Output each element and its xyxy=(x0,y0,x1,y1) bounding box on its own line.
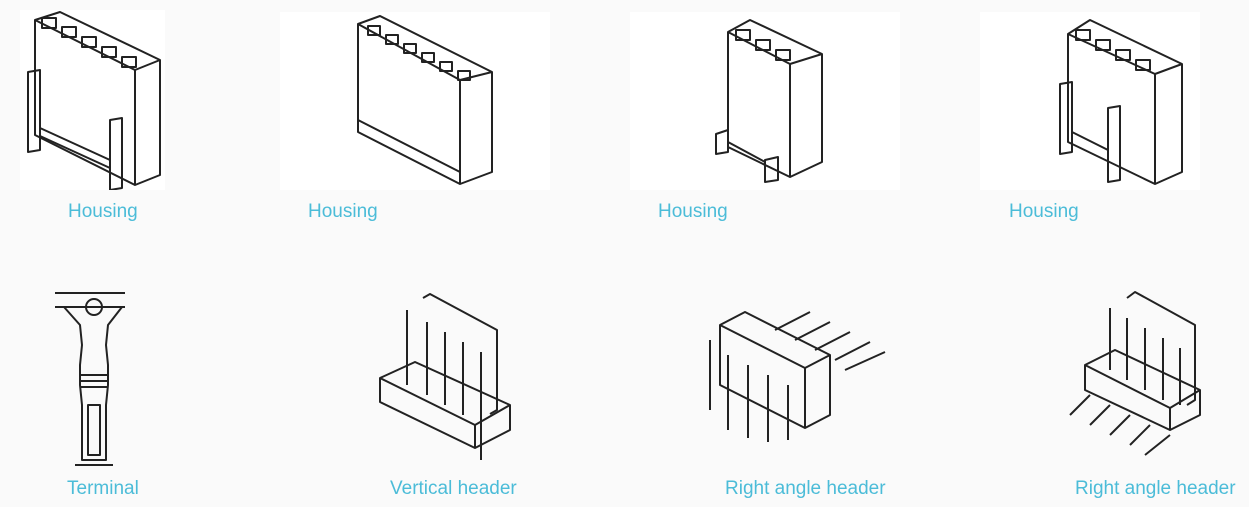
product-label[interactable]: Housing xyxy=(308,201,378,222)
housing-5pin-image[interactable] xyxy=(20,10,165,190)
product-label[interactable]: Housing xyxy=(1009,201,1079,222)
product-label[interactable]: Terminal xyxy=(67,478,139,499)
right-angle-header-icon xyxy=(1069,291,1201,456)
terminal-image[interactable] xyxy=(50,285,130,475)
housing-icon xyxy=(27,11,161,190)
product-label[interactable]: Right angle header xyxy=(1075,478,1236,499)
housing-4pin-image[interactable] xyxy=(980,12,1200,190)
housing-icon xyxy=(715,19,823,183)
vertical-header-image[interactable] xyxy=(375,290,515,465)
housing-icon xyxy=(357,15,493,185)
product-label[interactable]: Right angle header xyxy=(725,478,886,499)
right-angle-header-icon xyxy=(709,311,886,442)
product-label[interactable]: Vertical header xyxy=(390,478,517,499)
right-angle-header-dual-image[interactable] xyxy=(700,300,890,445)
housing-6pin-image[interactable] xyxy=(280,12,550,190)
housing-3pin-image[interactable] xyxy=(630,12,900,190)
vertical-header-icon xyxy=(379,293,511,460)
product-label[interactable]: Housing xyxy=(658,201,728,222)
housing-icon xyxy=(1059,19,1183,185)
product-label[interactable]: Housing xyxy=(68,201,138,222)
right-angle-header-image[interactable] xyxy=(1065,290,1205,465)
terminal-icon xyxy=(55,292,125,466)
